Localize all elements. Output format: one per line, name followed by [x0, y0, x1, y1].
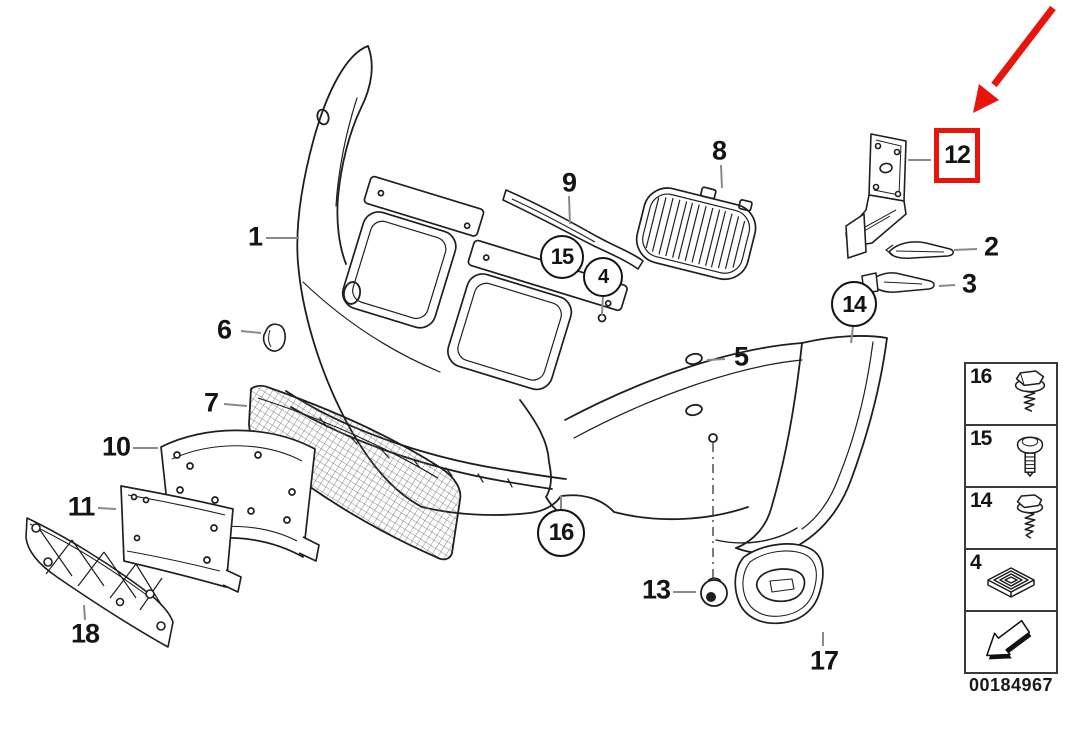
- callout-15-circled: 15: [540, 235, 584, 279]
- callout-11: 11: [67, 491, 96, 522]
- legend-row-arrow: [966, 610, 1056, 672]
- legend-number: 4: [970, 551, 982, 574]
- part-9-trim-strip: [502, 189, 644, 270]
- callout-14-circled: 14: [831, 281, 877, 327]
- part-3-support-slat: [861, 272, 935, 294]
- callout-13: 13: [641, 574, 671, 605]
- callout-18: 18: [70, 618, 100, 649]
- legend-row-14: 14: [966, 486, 1056, 548]
- callout-9: 9: [561, 167, 577, 198]
- hex-flange-screw-icon: [1014, 370, 1046, 412]
- part-12-side-bracket: [845, 133, 907, 259]
- callout-10: 10: [101, 431, 131, 462]
- part-8-kidney-grille: [635, 186, 757, 281]
- callout-3: 3: [961, 268, 977, 299]
- part-6-clip: [262, 323, 286, 352]
- part-18-impact-absorber: [25, 517, 174, 648]
- callout-12-highlighted: 12: [934, 128, 980, 183]
- legend-number: 16: [970, 365, 992, 388]
- red-annotation-arrow: [973, 5, 1056, 113]
- legend-row-4: 4: [966, 548, 1056, 610]
- callout-7: 7: [203, 387, 219, 418]
- legend-number: 14: [970, 489, 992, 512]
- torx-pan-head-screw-icon: [1016, 436, 1044, 477]
- legend-row-16: 16: [966, 364, 1056, 424]
- diagram-part-number: 00184967: [968, 675, 1054, 695]
- legend-row-15: 15: [966, 424, 1056, 486]
- callout-2: 2: [983, 231, 999, 262]
- part-11-filler-panel: [120, 485, 242, 593]
- square-clip-nut-icon: [987, 566, 1035, 598]
- callout-16-circled: 16: [537, 509, 585, 557]
- fastener-legend: 16 15 14: [964, 362, 1058, 674]
- callout-17: 17: [809, 645, 839, 676]
- hex-flange-screw-long-icon: [1016, 494, 1044, 539]
- callout-4-circled: 4: [583, 257, 623, 297]
- part-17-tow-hook-cover: [734, 543, 824, 625]
- leader-lines: [83, 159, 978, 646]
- part-2-support-slat: [885, 241, 954, 259]
- callout-5: 5: [733, 341, 749, 372]
- legend-number: 15: [970, 427, 992, 450]
- part-13-grommet: [700, 443, 728, 607]
- callout-1: 1: [247, 221, 263, 252]
- installation-direction-arrow-icon: [986, 619, 1032, 660]
- callout-6: 6: [216, 314, 232, 345]
- bumper-kidney-openings: [341, 175, 628, 391]
- callout-8: 8: [711, 135, 727, 166]
